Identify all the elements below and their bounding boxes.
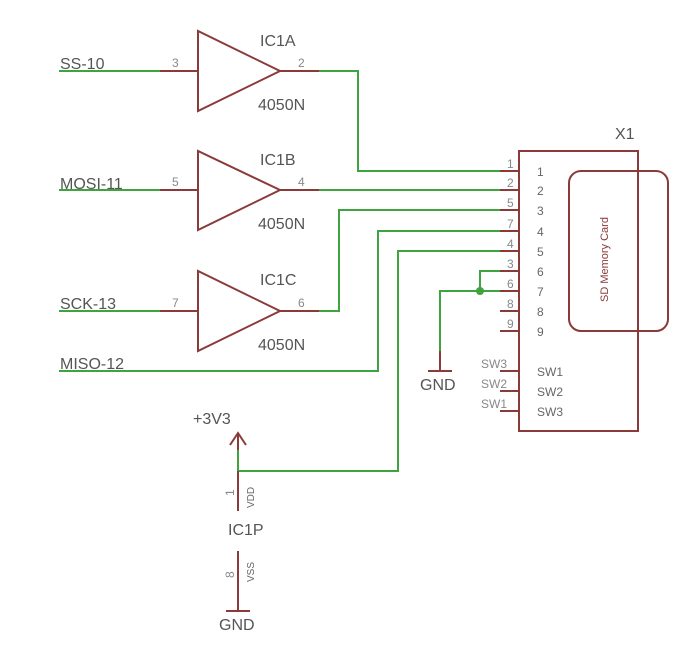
ic1c-value: 4050N <box>258 337 305 354</box>
connector-outer-pin-number: 6 <box>507 277 514 291</box>
connector-outer-pin-number: 5 <box>507 196 514 210</box>
vdd-pin-label: VDD <box>246 487 257 508</box>
ic1a-name: IC1A <box>260 33 296 50</box>
ic1a-triangle <box>197 29 283 113</box>
vss-pin-number: 8 <box>223 571 237 578</box>
buffer-ic1a: 3 2 IC1A 4050N <box>160 29 320 114</box>
ic1b-out-pin-number: 4 <box>298 175 305 189</box>
connector-outer-pin-number: 7 <box>507 217 514 231</box>
connector-name: X1 <box>615 126 635 143</box>
wire-vcc-to-card-pin4 <box>237 250 501 472</box>
ic1a-value: 4050N <box>258 97 305 114</box>
connector-inner-pin-label: 3 <box>537 204 544 218</box>
junction-dot <box>476 287 484 295</box>
connector-outer-pin-number: 2 <box>507 176 514 190</box>
gnd-label-card: GND <box>420 377 456 394</box>
connector-outer-sw-label: SW1 <box>481 397 507 411</box>
net-label-sck: SCK-13 <box>60 296 116 313</box>
ic1p-name: IC1P <box>228 522 264 539</box>
connector-inner-pin-label: 8 <box>537 305 544 319</box>
ic1b-in-pin-number: 5 <box>172 175 179 189</box>
wire-card-pin3-to-pin6 <box>479 270 501 292</box>
connector-outer-pin-number: 9 <box>507 317 514 331</box>
connector-outer-pin-number: 4 <box>507 237 514 251</box>
sd-card-outline <box>568 170 669 332</box>
ic1c-triangle <box>197 269 283 353</box>
ic1c-out-pin-number: 6 <box>298 296 305 310</box>
wire-sck-to-card-pin5 <box>319 209 501 312</box>
connector-inner-sw-label: SW1 <box>537 365 563 379</box>
vcc-label: +3V3 <box>193 411 231 428</box>
net-label-mosi: MOSI-11 <box>60 176 123 193</box>
connector-outer-pin-number: 1 <box>507 157 514 171</box>
connector-inner-pin-label: 6 <box>537 265 544 279</box>
vdd-pin-number: 1 <box>223 489 237 496</box>
ic1b-name: IC1B <box>260 152 296 169</box>
connector-outer-pin-number: 3 <box>507 257 514 271</box>
connector-inner-pin-label: 7 <box>537 285 544 299</box>
net-label-miso: MISO-12 <box>60 356 124 373</box>
ic1c-in-pin-number: 7 <box>172 296 179 310</box>
buffer-ic1b: 5 4 IC1B 4050N <box>160 149 320 233</box>
connector-x1: X1 SD Memory Card <box>518 126 669 432</box>
ic1b-triangle <box>197 149 283 232</box>
connector-inner-pin-label: 1 <box>537 165 544 179</box>
wire-miso-to-card-pin7 <box>59 230 501 372</box>
ic1a-in-pin-number: 3 <box>172 56 179 70</box>
connector-inner-pin-label: 4 <box>537 225 544 239</box>
sd-card-label: SD Memory Card <box>599 217 611 302</box>
buffer-ic1c: 7 6 IC1C 4050N <box>160 269 320 354</box>
connector-inner-sw-label: SW3 <box>537 405 563 419</box>
ic1c-name: IC1C <box>260 272 296 289</box>
power-unit-ic1p: +3V3 1 VDD IC1P 8 VSS GND <box>193 411 264 634</box>
wire-ss-to-card-pin1 <box>319 70 501 172</box>
connector-inner-pin-label: 2 <box>537 184 544 198</box>
connector-inner-sw-label: SW2 <box>537 385 563 399</box>
gnd-symbol-card: GND <box>420 351 456 394</box>
gnd-label-power: GND <box>219 617 255 634</box>
connector-inner-pin-label: 5 <box>537 245 544 259</box>
connector-inner-pin-label: 9 <box>537 325 544 339</box>
net-label-ss: SS-10 <box>60 56 105 73</box>
vss-pin-label: VSS <box>246 562 257 582</box>
connector-outer-sw-label: SW3 <box>481 357 507 371</box>
ic1b-value: 4050N <box>258 216 305 233</box>
connector-outer-pin-number: 8 <box>507 297 514 311</box>
connector-outer-sw-label: SW2 <box>481 377 507 391</box>
ic1a-out-pin-number: 2 <box>298 56 305 70</box>
